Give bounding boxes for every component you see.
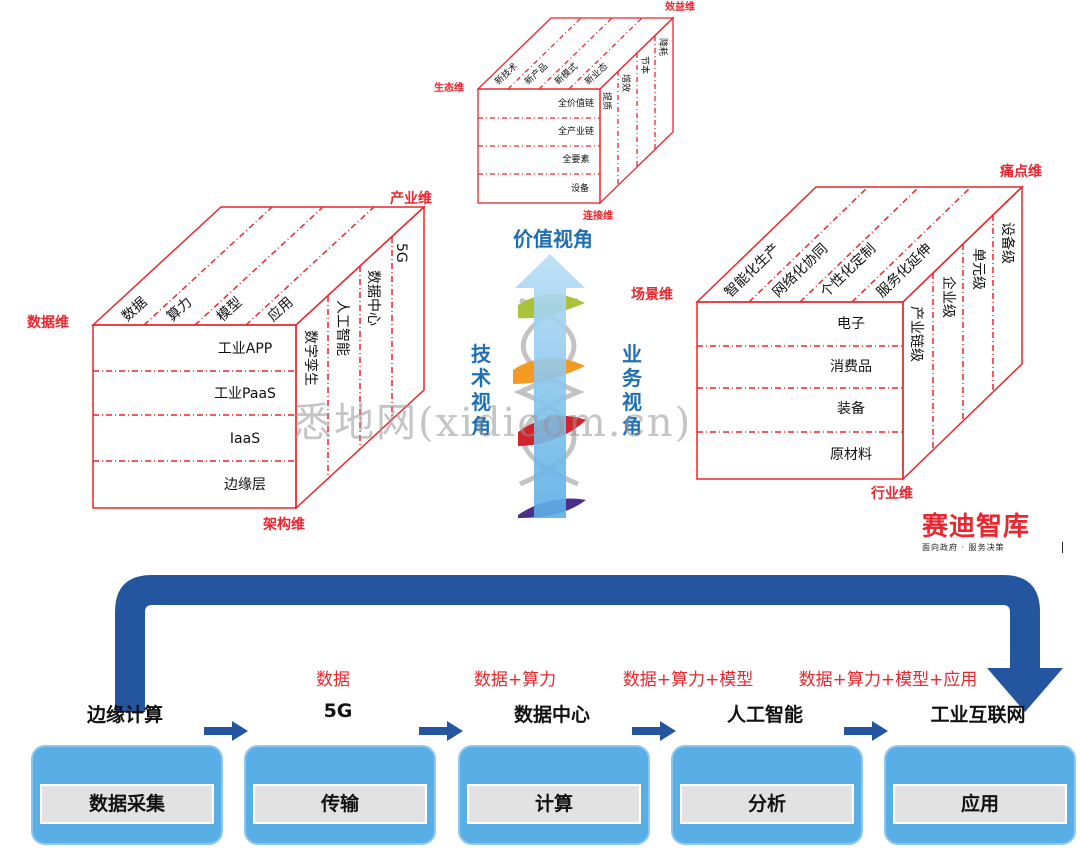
flow-right-arrow-icon [632,721,676,741]
feedback-loop-arrow-icon [115,575,1063,712]
business-view-text: 业务视角 [622,342,642,438]
cube-top-top-label: 新技术 [492,60,520,87]
flow-data-label: 数据+算力+模型+应用 [798,670,978,690]
flow-stage-card: 传输 [244,745,436,845]
cube-top [476,16,675,205]
cube-right-dim-pain: 痛点维 [999,163,1042,180]
flow-tech-title: 边缘计算 [86,704,163,726]
flow-tech-title: 数据中心 [513,704,590,726]
value-view-up-arrow-icon [515,254,585,518]
cube-left-side-label: 5G [393,243,409,263]
cube-left-row: IaaS [230,431,260,447]
brand-slogan: 面向政府 · 服务决策 [922,542,1063,553]
cube-top-row: 全要素 [562,153,589,165]
cube-left-row: 工业APP [218,341,272,357]
flow-right-arrow-icon [419,721,463,741]
flow-tech-title: 5G [323,700,353,722]
cube-right-row: 原材料 [830,447,872,463]
cube-left-side-label: 数字孪生 [302,330,319,386]
helix [513,254,586,518]
cube-left-top-label: 模型 [214,294,246,325]
cube-left-top-label: 应用 [264,294,296,325]
cube-top-dim-benefit: 效益维 [665,0,695,13]
cube-top-side-label: 增效 [620,74,632,92]
flow-tech-title: 工业互联网 [930,704,1026,726]
cube-left [91,205,426,510]
cube-right-side-label: 设备级 [999,222,1016,264]
cube-right-row: 装备 [837,400,865,417]
cube-left-dim-data: 数据维 [27,314,69,331]
brand-name: 赛迪智库 [922,512,1031,542]
flow-stage-label: 传输 [253,784,427,824]
cube-left-top-label: 数据 [119,294,151,325]
cube-right-dim-industry: 行业维 [870,485,913,502]
cube-left-row: 边缘层 [224,477,266,493]
cube-right-top-label: 服务化延伸 [874,241,935,301]
business-view-label: 业务视角 [620,342,644,438]
flow-stage-card: 计算 [458,745,650,845]
flow-stage-card: 数据采集 [31,745,223,845]
cube-right-row: 电子 [837,316,865,332]
flow-data-label: 数据 [316,670,350,690]
cube-top-side-label: 提质 [601,92,613,110]
flow-data-label: 数据+算力+模型 [622,670,754,690]
cube-right-side-label: 产业链级 [908,306,924,362]
cube-left-side-label: 数据中心 [365,270,381,326]
flow-right-arrow-icon [844,721,888,741]
cube-top-row: 全价值链 [558,97,594,109]
cube-left-side [295,205,425,510]
flow-stage-card: 分析 [671,745,863,845]
tech-view-text: 技术视角 [471,342,491,438]
value-view-label: 价值视角 [513,227,593,251]
flow-stage-label: 数据采集 [40,784,214,824]
cube-top-side-label: 节本 [639,56,651,74]
cube-top-dim-connect: 连接维 [583,209,613,222]
cube-top-side-label: 降耗 [657,38,669,56]
cube-top-dim-ecology: 生态维 [434,81,464,94]
flow-tech-title: 人工智能 [726,704,803,726]
flow-stage-label: 分析 [680,784,854,824]
tech-view-label: 技术视角 [469,342,493,438]
flow-data-label: 数据+算力 [473,670,557,690]
watermark: 悉地网(xidicom.cn) [292,400,693,446]
cube-left-row: 工业PaaS [214,386,276,402]
cube-left-side-label: 人工智能 [334,300,350,356]
cube-right-side-label: 单元级 [970,248,986,290]
cube-right-dim-scene: 场景维 [631,286,673,303]
flow-stage-label: 应用 [893,784,1067,824]
cube-left-dim-industry: 产业维 [390,190,432,207]
cube-right [695,185,1024,481]
cube-right-side-label: 企业级 [940,276,957,318]
flow-right-arrow-icon [204,721,248,741]
cube-top-row: 全产业链 [558,125,594,137]
flow-stage-label: 计算 [467,784,641,824]
ccid-logo: 赛迪智库 面向政府 · 服务决策 [922,512,1072,560]
cube-top-row: 设备 [571,182,589,194]
cube-right-row: 消费品 [830,359,872,375]
cube-left-dim-arch: 架构维 [262,516,305,533]
flow-stage-card: 应用 [884,745,1076,845]
cube-left-top-label: 算力 [164,294,196,325]
